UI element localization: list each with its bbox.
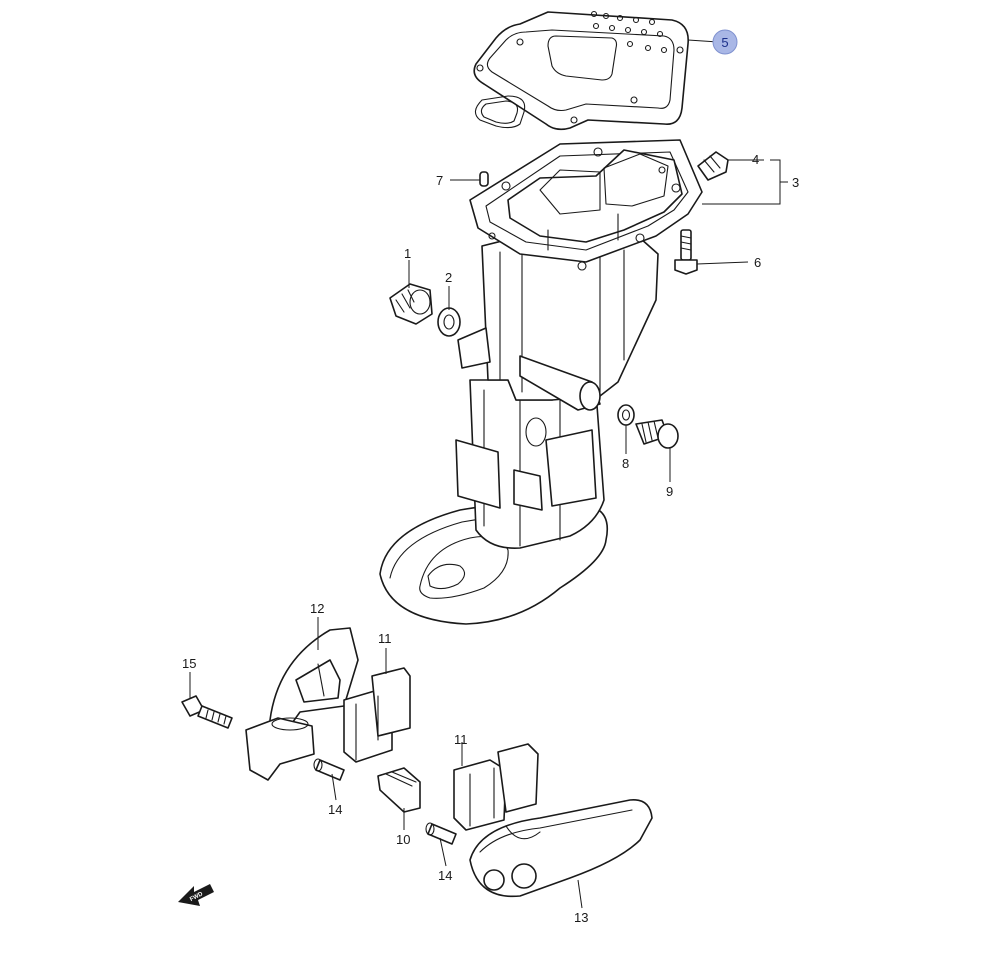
- callout-14-left[interactable]: 14: [328, 802, 342, 817]
- callouts: 5 4 3 7 6 1 2 8 9 12 11 15 14 10 11 14 1…: [182, 29, 799, 925]
- callout-2[interactable]: 2: [445, 270, 452, 285]
- washer-part-2[interactable]: [437, 307, 461, 337]
- callout-7[interactable]: 7: [436, 173, 443, 188]
- callout-11-upper[interactable]: 11: [378, 631, 392, 646]
- callout-10[interactable]: 10: [396, 832, 410, 847]
- callout-5-highlight[interactable]: [712, 29, 738, 55]
- mount-part-11-upper[interactable]: [343, 667, 411, 763]
- drive-shaft-housing-part-3[interactable]: [379, 139, 703, 625]
- bracket-part-13[interactable]: [469, 799, 653, 898]
- callout-12[interactable]: 12: [310, 601, 324, 616]
- callout-3[interactable]: 3: [792, 175, 799, 190]
- leader-lines: [189, 39, 788, 909]
- gasket-part-5[interactable]: [473, 10, 689, 131]
- mount-part-11-lower[interactable]: [453, 743, 539, 831]
- callout-6[interactable]: 6: [754, 255, 761, 270]
- callout-15[interactable]: 15: [182, 656, 196, 671]
- dowel-part-14-left[interactable]: [313, 758, 345, 781]
- callout-11-lower[interactable]: 11: [454, 732, 468, 747]
- callout-14-right[interactable]: 14: [438, 868, 452, 883]
- screw-part-1[interactable]: [389, 283, 433, 325]
- callout-1[interactable]: 1: [404, 246, 411, 261]
- forward-direction-marker: FWD: [178, 884, 214, 906]
- callout-8[interactable]: 8: [622, 456, 629, 471]
- stopper-part-10[interactable]: [377, 767, 421, 813]
- bolt-part-6[interactable]: [674, 229, 698, 275]
- callout-9[interactable]: 9: [666, 484, 673, 499]
- plug-part-4[interactable]: [697, 151, 729, 181]
- screw-part-9[interactable]: [635, 419, 679, 449]
- callout-5[interactable]: 5: [721, 35, 728, 50]
- dowel-part-14-right[interactable]: [425, 822, 457, 845]
- washer-part-8[interactable]: [617, 404, 635, 426]
- dowel-pin-part-7[interactable]: [479, 171, 489, 187]
- bolt-part-15[interactable]: [181, 695, 233, 729]
- callout-13[interactable]: 13: [574, 910, 588, 925]
- bracket-part-12[interactable]: [245, 627, 359, 781]
- callout-4[interactable]: 4: [752, 152, 759, 167]
